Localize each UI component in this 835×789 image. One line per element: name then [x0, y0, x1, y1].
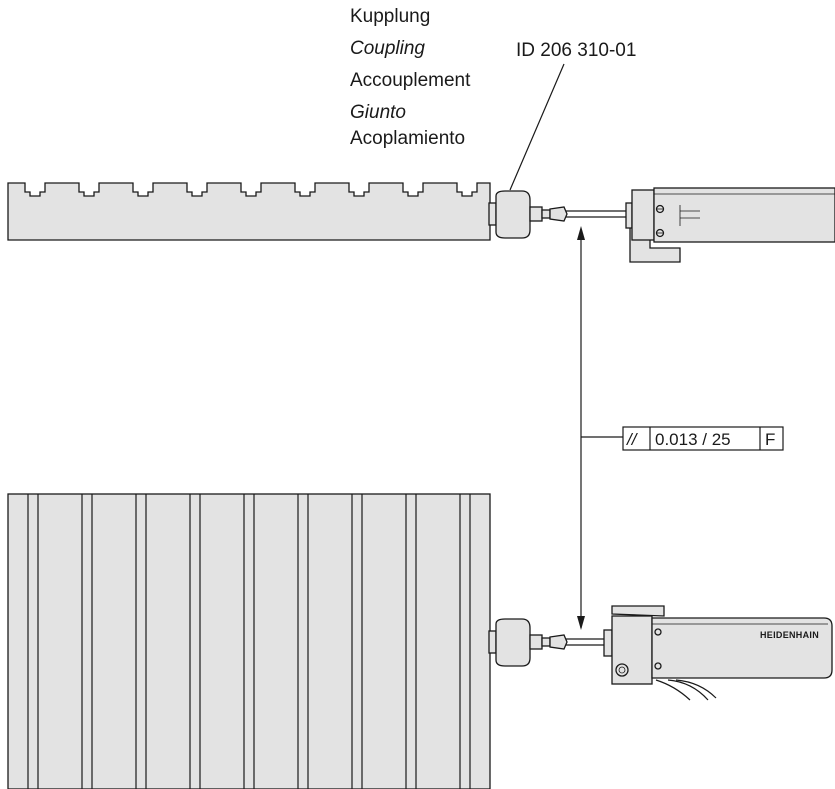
- encoder-side-flange: [603, 629, 613, 657]
- screw-icon: [654, 662, 662, 670]
- coupling-top: [488, 190, 568, 239]
- parallelism-symbol: //: [626, 430, 639, 449]
- brand-logo: HEIDENHAIN: [760, 630, 819, 640]
- coupling-top-nut: [541, 209, 551, 219]
- tolerance-datum: F: [765, 430, 775, 449]
- arrow-down-icon: [577, 616, 585, 630]
- cable-line-a: [655, 679, 691, 701]
- tolerance-frame-box: [622, 426, 784, 451]
- coupling-top-neck: [529, 206, 543, 222]
- cable-line-c: [675, 679, 717, 699]
- arrow-up-icon: [577, 226, 585, 240]
- screw-icon: [654, 628, 662, 636]
- screw-icon: [615, 663, 629, 677]
- coupling-label-block: Kupplung Coupling Accouplement Giunto Ac…: [350, 6, 471, 149]
- label-kupplung: Kupplung: [350, 6, 430, 27]
- tolerance-value: 0.013 / 25: [655, 430, 731, 449]
- coupling-bottom-flange: [488, 630, 497, 654]
- label-coupling: Coupling: [350, 38, 425, 59]
- label-accouplement: Accouplement: [350, 70, 471, 91]
- label-acoplamiento: Acoplamiento: [350, 128, 465, 149]
- encoder-top-mount: [631, 189, 655, 241]
- encoder-side-housing: [651, 617, 833, 679]
- coupling-bottom-cone: [549, 634, 568, 650]
- table-top-view: [7, 182, 491, 241]
- encoder-side-top-bracket: [611, 605, 665, 617]
- coupling-bottom-nut: [541, 637, 551, 647]
- coupling-bottom: [488, 618, 568, 667]
- part-id-label: ID 206 310-01: [516, 40, 636, 61]
- table-side-body: [7, 493, 491, 789]
- coupling-top-flange: [488, 202, 497, 226]
- label-giunto: Giunto: [350, 102, 406, 123]
- encoder-top-flange: [625, 202, 633, 229]
- encoder-side-view: HEIDENHAIN: [603, 605, 833, 701]
- encoder-top-view: [625, 187, 835, 263]
- encoder-top-housing: [653, 187, 835, 243]
- screw-inner: [618, 666, 626, 674]
- part-id-leader-line: [509, 63, 565, 191]
- cable-line-b: [667, 679, 709, 701]
- table-side-view: [7, 493, 491, 789]
- coupling-top-body: [495, 190, 531, 239]
- coupling-bottom-body: [495, 618, 531, 667]
- coupling-bottom-neck: [529, 634, 543, 650]
- coupling-top-cone: [549, 206, 568, 222]
- tolerance-frame: // 0.013 / 25 F: [622, 426, 784, 451]
